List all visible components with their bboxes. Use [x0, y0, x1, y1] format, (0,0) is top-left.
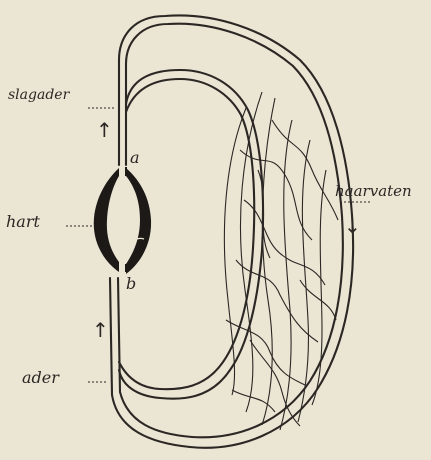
capillary	[280, 120, 292, 430]
label-a: a	[130, 150, 140, 166]
label-slagader: slagader	[8, 88, 69, 102]
arrow-up-icon: ↑	[92, 320, 109, 340]
capillary	[240, 92, 262, 412]
outer-vessel-inner-line	[118, 24, 343, 438]
capillary	[224, 108, 246, 395]
capillary	[240, 150, 312, 240]
label-haarvaten: haarvaten	[335, 184, 412, 199]
capillary	[250, 340, 300, 426]
capillary-network	[224, 92, 338, 430]
capillary	[298, 140, 310, 422]
arrow-down-icon: ↓	[344, 216, 361, 236]
label-ader: ader	[22, 370, 59, 386]
arrow-up-icon: ↑	[96, 120, 113, 140]
heart-wall	[126, 168, 151, 274]
label-hart: hart	[6, 214, 40, 230]
capillary	[262, 98, 275, 425]
capillary	[312, 170, 326, 405]
label-b: b	[126, 276, 136, 292]
capillary	[244, 200, 325, 285]
heart-shape	[94, 168, 119, 272]
